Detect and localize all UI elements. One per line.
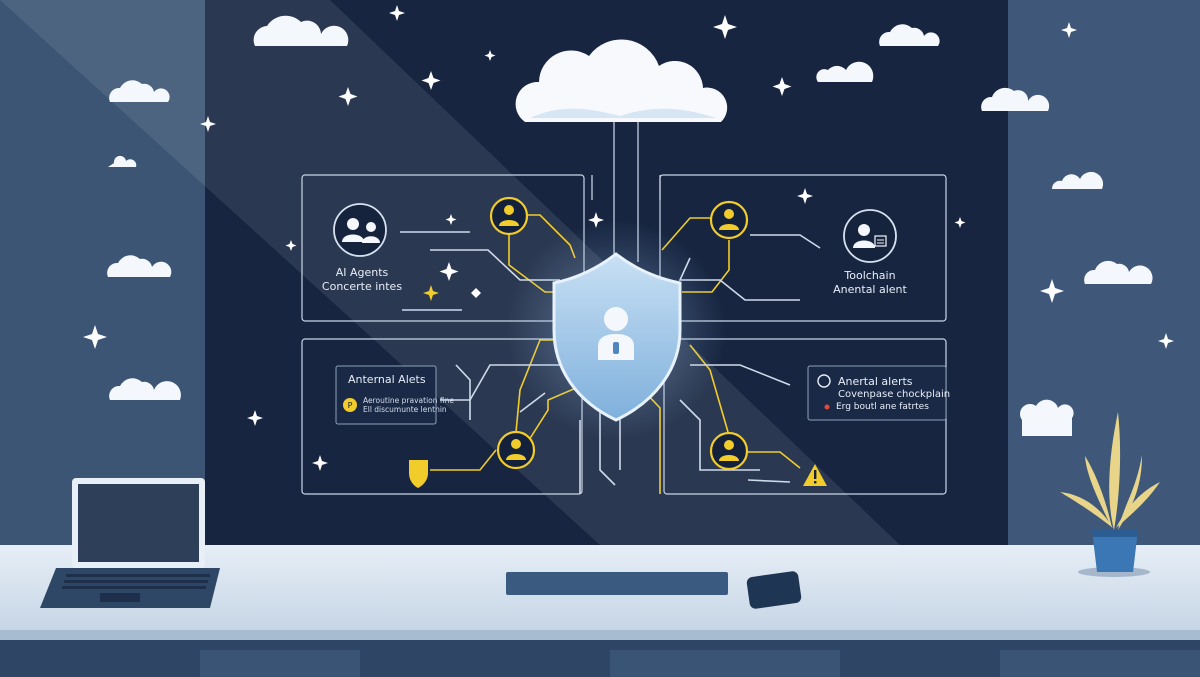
external-alerts-line1: Covenpase chockplain xyxy=(838,389,951,400)
internal-alerts-line2: Ell discumunte lentnin xyxy=(363,405,447,414)
internal-alerts-title: Anternal Alets xyxy=(348,373,426,386)
keyboard-icon xyxy=(506,572,728,595)
cloud-icon xyxy=(107,255,172,277)
svg-text:P: P xyxy=(348,401,353,410)
central-shield-icon xyxy=(552,252,682,422)
user-node-icon xyxy=(496,430,536,470)
alert-box-left xyxy=(335,365,437,425)
sparkle-stars xyxy=(83,5,1174,471)
plant-icon xyxy=(1060,412,1160,577)
user-node-icon xyxy=(709,200,749,240)
desk-edge xyxy=(0,630,1200,640)
internal-alerts-line1: Aeroutine pravation fine xyxy=(363,396,454,405)
drawer xyxy=(200,650,360,677)
ai-agents-subtitle: Concerte intes xyxy=(321,280,403,293)
refresh-icon xyxy=(817,374,831,388)
cloud-icon xyxy=(1020,399,1074,436)
drawer xyxy=(1000,650,1200,677)
user-node-icon xyxy=(709,431,749,471)
user-node-icon xyxy=(489,196,529,236)
alert-box-right xyxy=(807,365,947,421)
toolchain-title: Toolchain xyxy=(844,269,896,282)
cloud-icon xyxy=(816,61,874,82)
cloud-icon xyxy=(879,24,940,46)
toolchain-subtitle: Anental alent xyxy=(833,283,907,296)
external-alerts-line2: Erg boutl ane fatrtes xyxy=(836,402,929,412)
red-alert-dot xyxy=(824,404,830,410)
drawer xyxy=(610,650,840,677)
cloud-icon xyxy=(1084,260,1153,284)
yellow-sparkle xyxy=(423,285,439,301)
laptop-icon xyxy=(40,478,220,608)
external-alerts-title: Anertal alerts xyxy=(838,375,913,388)
cloud-icon xyxy=(253,15,349,46)
cloud-icon xyxy=(109,378,181,400)
shield-badge-icon xyxy=(409,460,428,488)
user-toolbox-icon xyxy=(843,209,897,263)
phone-icon xyxy=(746,571,802,609)
cloud-icon xyxy=(1051,171,1104,189)
ai-agents-title: AI Agents xyxy=(335,266,389,279)
team-avatar-icon xyxy=(333,203,387,257)
cloud-icon xyxy=(108,155,137,167)
cloud-icon xyxy=(109,80,170,102)
cloud-icon xyxy=(981,87,1050,111)
warning-icon xyxy=(803,464,827,486)
main-cloud-icon xyxy=(515,39,728,122)
key-badge-icon: P xyxy=(343,398,357,412)
